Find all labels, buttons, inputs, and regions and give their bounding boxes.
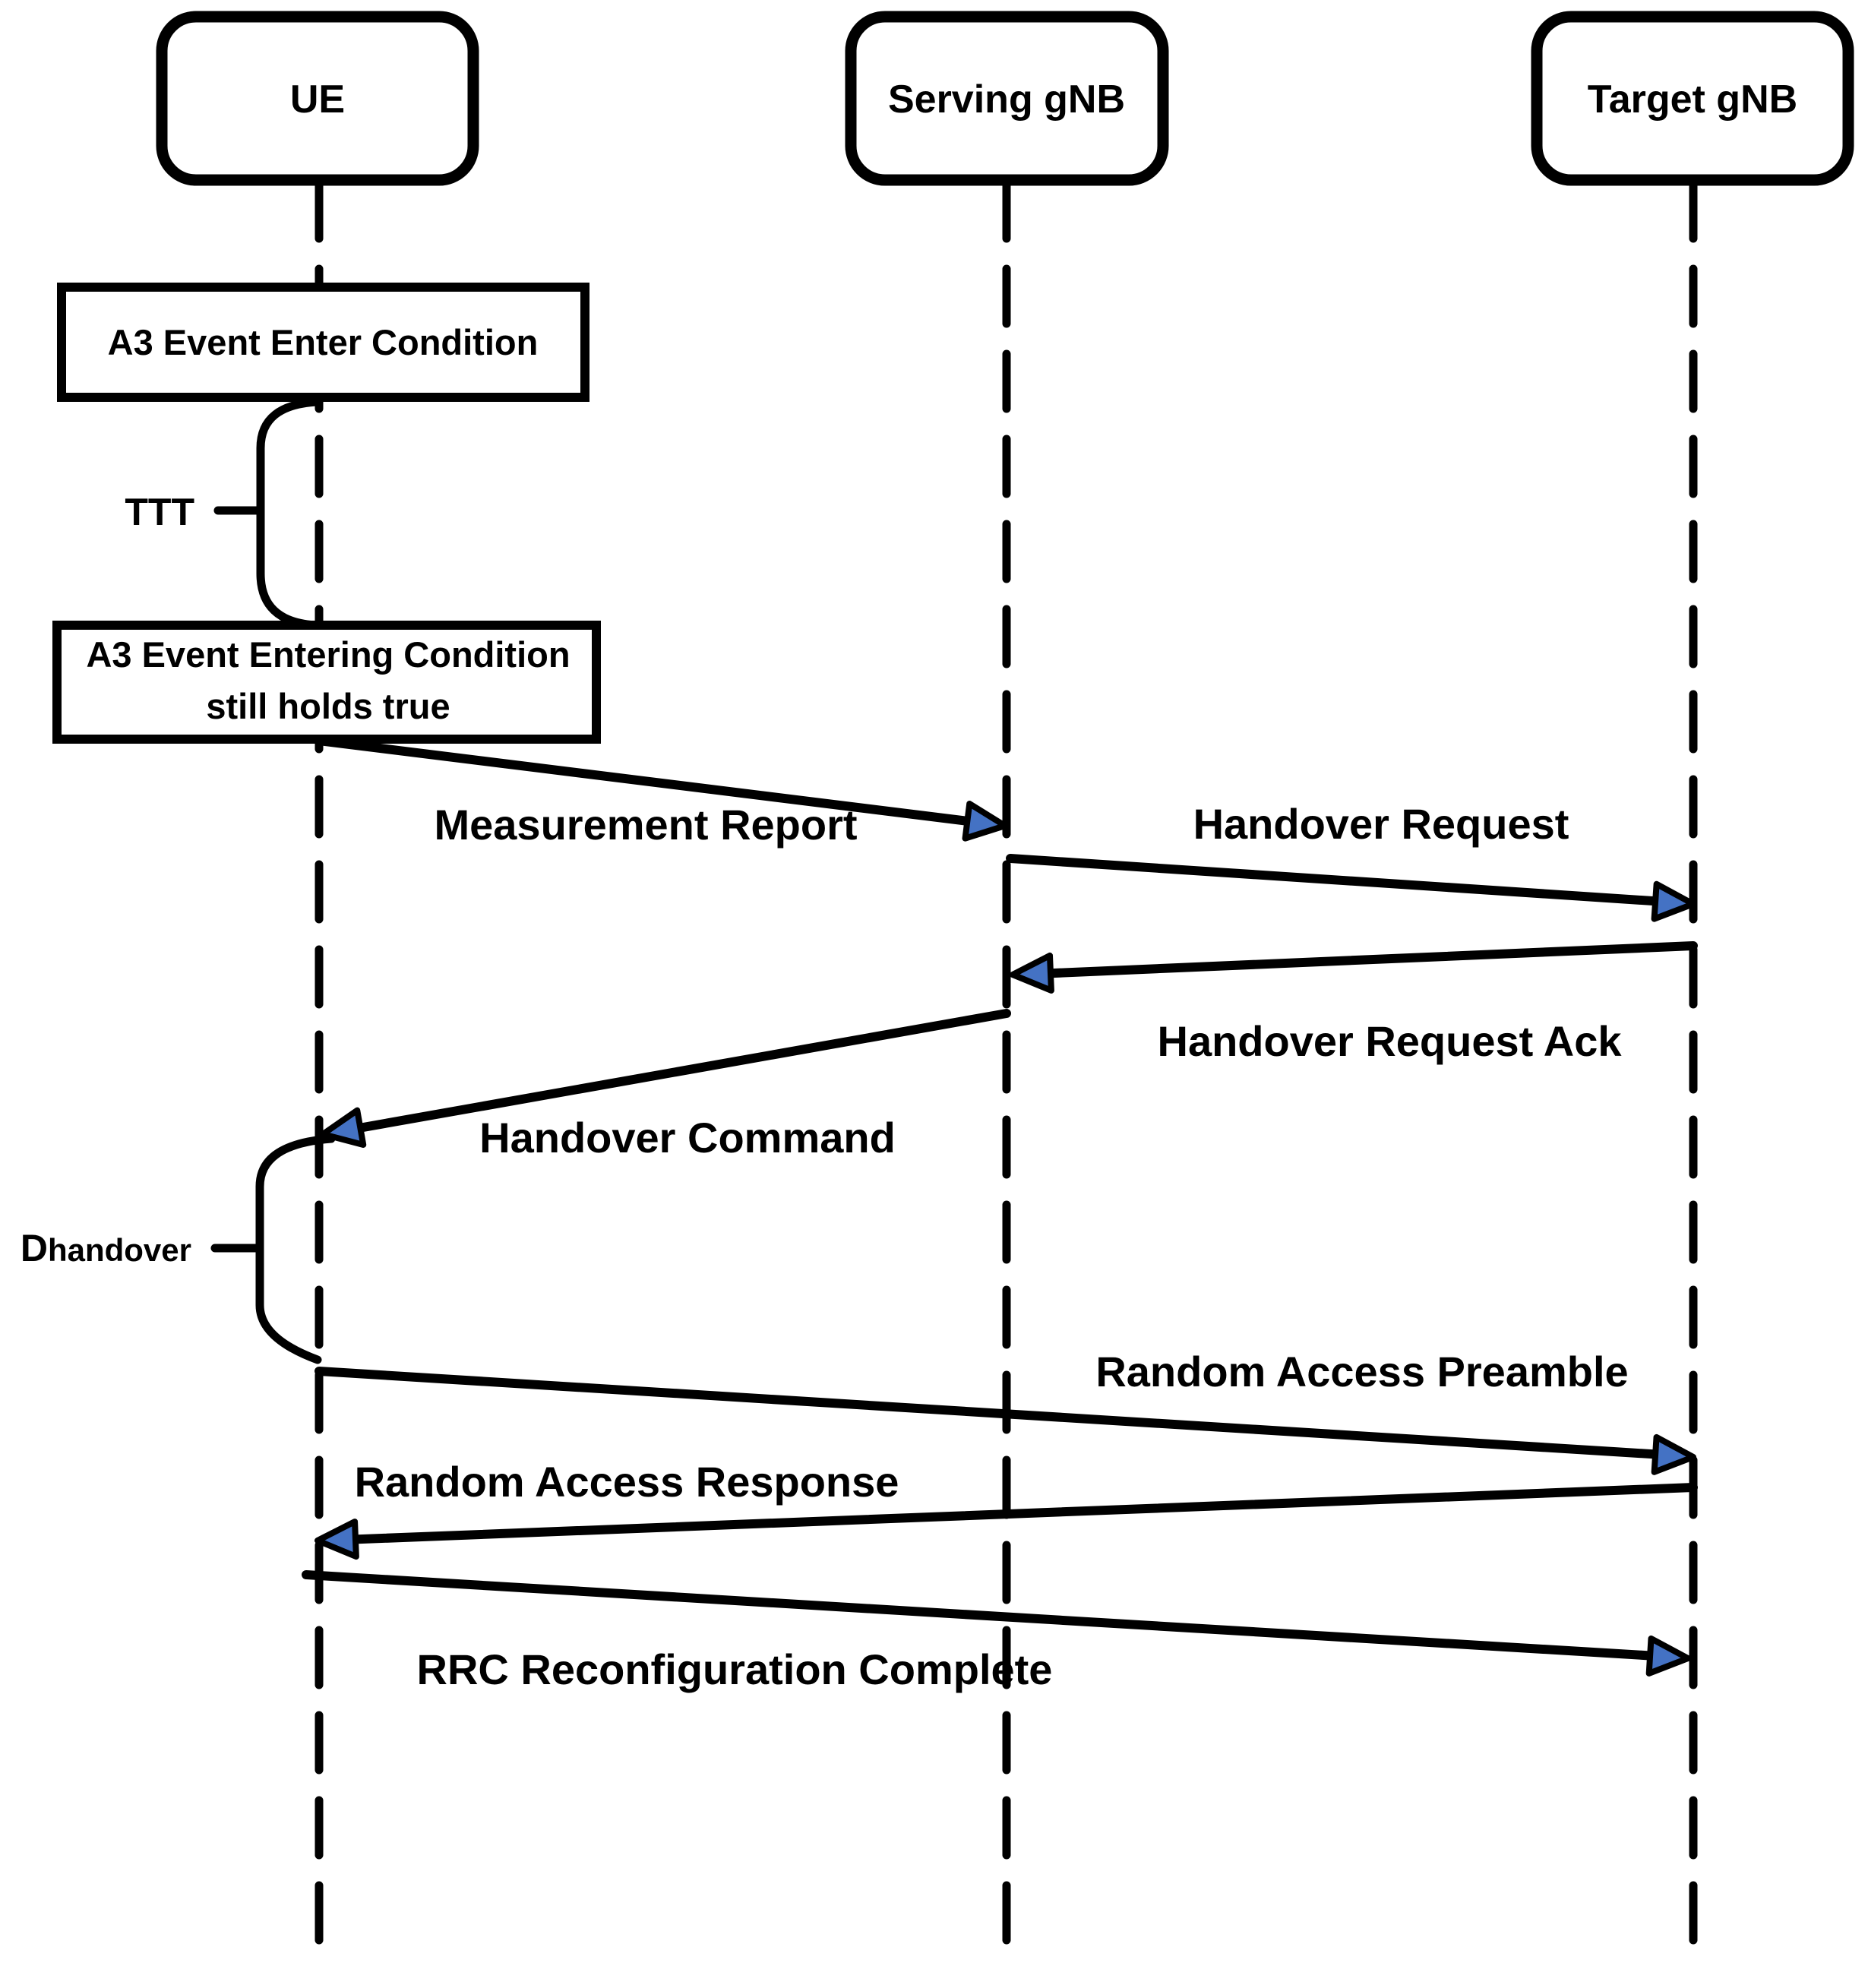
rrc-reconfiguration-complete-arrowhead — [1645, 1635, 1691, 1677]
random-access-preamble-arrowhead — [1651, 1433, 1696, 1475]
ue-node-box — [156, 11, 479, 186]
handover-command-line — [324, 1009, 1011, 1138]
d-handover-brace — [255, 1134, 336, 1364]
handover-command-label: Handover Command — [479, 1114, 896, 1162]
serving-gnb-node-label: Serving gNB — [888, 77, 1125, 122]
a3-enter-condition-label: A3 Event Enter Condition — [108, 322, 539, 362]
a3-still-holds-box — [52, 621, 601, 744]
a3-enter-condition-box — [57, 283, 589, 402]
ue-node-label: UE — [290, 77, 345, 122]
measurement-report-arrowhead — [962, 800, 1008, 842]
random-access-preamble-line — [314, 1367, 1692, 1461]
ttt-label: TTT — [125, 491, 194, 533]
a3-still-holds-label-line1: A3 Event Entering Condition — [86, 634, 570, 675]
random-access-response-label: Random Access Response — [355, 1458, 899, 1506]
random-access-preamble-label: Random Access Preamble — [1095, 1348, 1628, 1395]
rrc-reconfiguration-complete-line — [302, 1570, 1686, 1662]
handover-request-ack-line — [1014, 941, 1698, 979]
measurement-report-label: Measurement Report — [434, 801, 857, 849]
a3-still-holds-label-line2: still holds true — [206, 686, 450, 726]
random-access-response-line — [319, 1483, 1698, 1545]
random-access-response-arrowhead — [314, 1519, 359, 1560]
measurement-report-line — [314, 736, 1004, 830]
target-gnb-node-label: Target gNB — [1588, 77, 1797, 122]
ttt-brace — [256, 397, 324, 630]
target-gnb-node-box — [1531, 11, 1854, 186]
handover-request-label: Handover Request — [1193, 800, 1569, 848]
handover-request-line — [1006, 854, 1692, 908]
rrc-reconfiguration-complete-label: RRC Reconfiguration Complete — [417, 1645, 1053, 1693]
d-handover-label: Dhandover — [21, 1227, 191, 1269]
handover-request-arrowhead — [1651, 880, 1696, 922]
handover-request-ack-label: Handover Request Ack — [1158, 1017, 1623, 1065]
serving-gnb-node-box — [845, 11, 1169, 186]
handover-command-arrowhead — [320, 1107, 367, 1148]
handover-request-ack-arrowhead — [1010, 952, 1054, 994]
